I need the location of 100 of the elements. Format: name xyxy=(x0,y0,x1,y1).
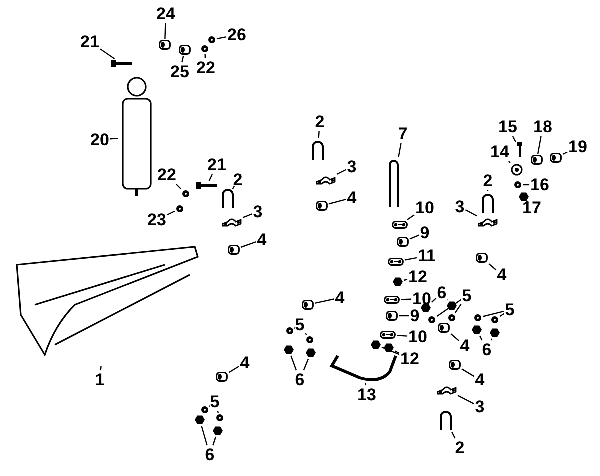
callout-number: 2 xyxy=(233,172,243,188)
leader-line xyxy=(482,310,504,318)
leader-line xyxy=(462,368,475,378)
leader-line xyxy=(490,338,493,341)
leader-line xyxy=(294,327,296,329)
washer-drawing xyxy=(491,316,499,324)
leader-line xyxy=(404,279,408,282)
callout-number: 12 xyxy=(400,350,420,368)
sway-bar-drawing xyxy=(330,354,398,382)
leader-line xyxy=(167,210,176,216)
leader-line xyxy=(410,234,420,240)
leader-line xyxy=(512,136,517,143)
callout-number: 3 xyxy=(475,398,485,416)
callout-number: 13 xyxy=(358,386,376,404)
washer-drawing xyxy=(176,205,184,213)
washer-drawing xyxy=(514,181,522,189)
callout-number: 25 xyxy=(170,64,190,80)
callout-number: 3 xyxy=(253,204,263,220)
u-bolt-drawing xyxy=(388,158,400,208)
u-bolt-drawing xyxy=(310,139,326,161)
plate-drawing xyxy=(384,296,400,304)
bushing-drawing xyxy=(386,311,398,321)
callout-number: 22 xyxy=(196,60,216,76)
leader-line xyxy=(318,131,320,138)
leader-line xyxy=(212,436,217,446)
bushing-drawing xyxy=(550,153,562,163)
hex-nut-drawing xyxy=(213,426,223,436)
callout-number: 24 xyxy=(156,6,176,22)
callout-number: 14 xyxy=(490,144,510,160)
pin-drawing xyxy=(517,142,523,158)
washer-drawing xyxy=(208,36,216,44)
washer-drawing xyxy=(306,336,314,344)
callout-number: 7 xyxy=(398,126,408,142)
leader-line xyxy=(110,138,118,140)
bolt-drawing xyxy=(111,60,133,68)
callout-number: 18 xyxy=(534,118,552,136)
leader-line xyxy=(290,356,298,371)
washer-drawing xyxy=(286,327,294,335)
leader-line xyxy=(454,304,462,314)
callout-number: 21 xyxy=(208,156,226,174)
leader-line xyxy=(208,406,210,408)
leader-line xyxy=(400,298,412,300)
plate-drawing xyxy=(388,258,404,266)
callout-number: 15 xyxy=(498,118,518,136)
leader-line xyxy=(465,210,478,217)
plate-drawing xyxy=(380,331,396,339)
callout-number: 4 xyxy=(460,338,470,354)
bushing-drawing xyxy=(531,155,543,165)
callout-number: 5 xyxy=(295,316,305,334)
clamp-drawing xyxy=(437,385,457,395)
callout-number: 23 xyxy=(148,212,166,228)
leader-line xyxy=(394,350,400,354)
callout-number: 3 xyxy=(347,158,357,176)
hex-nut-drawing xyxy=(447,301,457,311)
washer-drawing xyxy=(448,314,456,322)
u-bolt-drawing xyxy=(438,409,454,431)
callout-number: 5 xyxy=(210,394,220,410)
leader-line xyxy=(176,184,182,190)
bushing-drawing xyxy=(476,253,488,263)
leader-line xyxy=(303,358,310,371)
leader-line xyxy=(240,241,256,248)
callout-number: 4 xyxy=(240,354,250,372)
callout-number: 2 xyxy=(483,172,493,190)
leader-line xyxy=(562,152,568,156)
bushing-drawing xyxy=(397,237,409,247)
callout-number: 22 xyxy=(158,166,176,184)
hex-nut-drawing xyxy=(384,343,394,353)
hex-nut-drawing xyxy=(195,415,205,425)
callout-number: 2 xyxy=(455,440,465,456)
washer-drawing xyxy=(216,414,224,422)
leader-line xyxy=(398,143,402,158)
callout-number: 4 xyxy=(335,290,345,306)
callout-number: 20 xyxy=(90,132,110,148)
clamp-drawing xyxy=(222,217,242,227)
leader-line xyxy=(305,333,308,336)
leader-line xyxy=(538,136,542,154)
callout-number: 10 xyxy=(408,328,428,346)
leader-line xyxy=(164,23,166,40)
callout-number: 5 xyxy=(505,302,515,318)
callout-number: 4 xyxy=(475,372,485,388)
bushing-drawing xyxy=(216,372,228,382)
bushing-drawing xyxy=(438,323,450,333)
leader-line xyxy=(523,184,530,186)
callout-number: 9 xyxy=(410,308,420,324)
callout-number: 19 xyxy=(568,138,588,156)
leader-line xyxy=(228,366,240,374)
leader-line xyxy=(500,313,505,318)
callout-number: 6 xyxy=(295,372,305,388)
callout-number: 4 xyxy=(497,266,507,284)
leader-line xyxy=(399,315,410,317)
callout-number: 2 xyxy=(315,114,325,130)
washer-drawing xyxy=(201,406,209,414)
leader-line xyxy=(314,298,334,304)
bushing-drawing xyxy=(179,45,191,55)
clamp-drawing xyxy=(316,175,336,185)
callout-number: 6 xyxy=(205,446,215,464)
washer-drawing xyxy=(201,45,209,53)
washer-drawing xyxy=(182,190,190,198)
bushing-drawing xyxy=(449,360,461,370)
bushing-drawing xyxy=(228,245,240,255)
